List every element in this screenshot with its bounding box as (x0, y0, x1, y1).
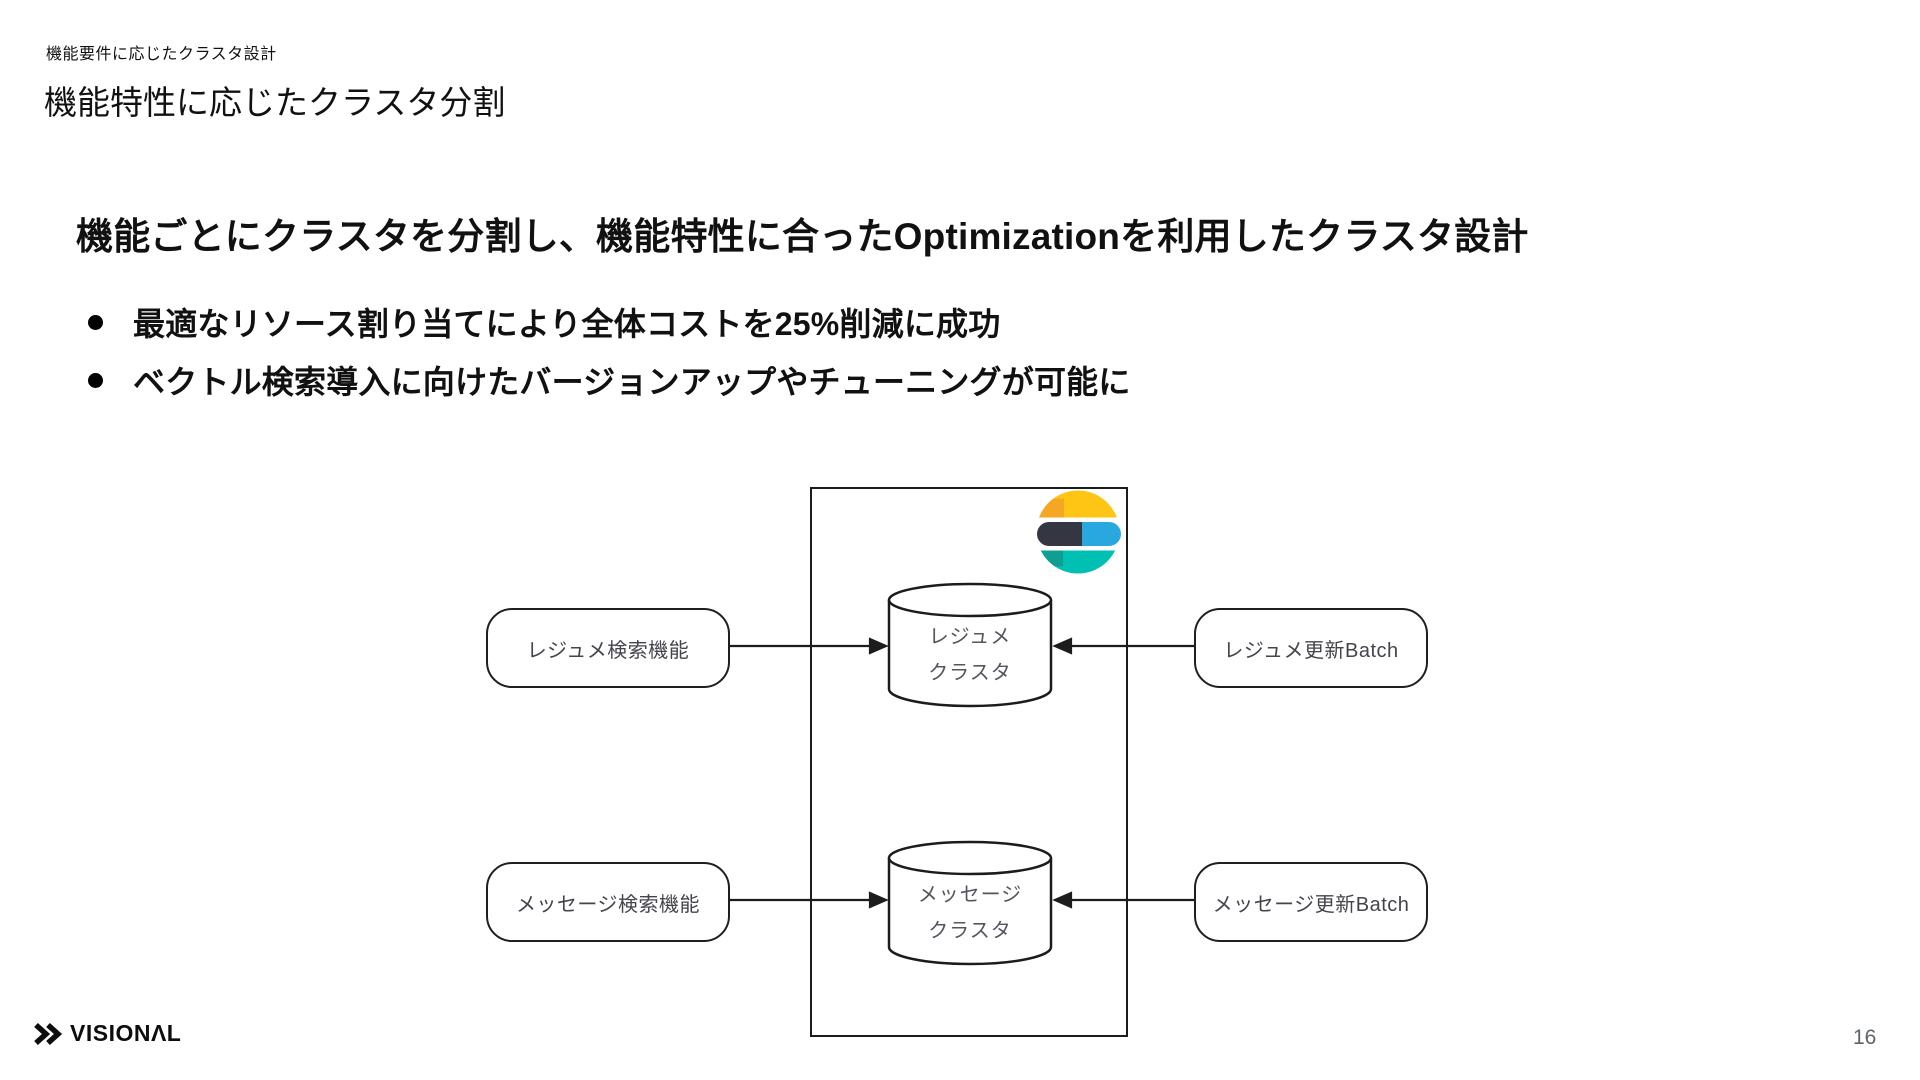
cylinder-message-cluster: メッセージ クラスタ (887, 840, 1053, 966)
es-logo-blue-bar (1082, 522, 1121, 546)
page-title: 機能特性に応じたクラスタ分割 (44, 84, 506, 121)
bullet-text: ベクトル検索導入に向けたバージョンアップやチューニングが可能に (133, 357, 1131, 403)
slide-kicker: 機能要件に応じたクラスタ設計 (46, 46, 277, 63)
bullet-1-em: 25% (774, 306, 840, 342)
node-label: レジュメ更新Batch (1223, 639, 1399, 662)
node-label: メッセージ検索機能 (515, 893, 701, 916)
cluster-label-line1: レジュメ (928, 625, 1012, 648)
es-logo-teal-wedge (1037, 550, 1063, 567)
es-logo-dark-bar (1037, 522, 1082, 546)
bullet-text: 最適なリソース割り当てにより全体コストを25%削減に成功 (133, 299, 1000, 345)
bullet-2-pre: ベクトル検索導入に向けたバージョンアップやチューニングが可能に (133, 364, 1131, 400)
node-resume-update-batch: レジュメ更新Batch (1194, 608, 1428, 688)
cluster-label-line2: クラスタ (928, 919, 1012, 942)
cluster-label-line1: メッセージ (917, 883, 1023, 906)
lead-pre: 機能ごとにクラスタを分割し、機能特性に合った (76, 216, 894, 257)
node-label: メッセージ更新Batch (1212, 893, 1410, 916)
es-logo-orange-wedge (1037, 498, 1064, 518)
cylinder-label: レジュメ クラスタ (887, 582, 1053, 708)
database-cylinder-icon (887, 582, 1053, 708)
node-label: レジュメ検索機能 (526, 639, 690, 662)
page-number: 16 (1853, 1026, 1877, 1049)
list-item: ベクトル検索導入に向けたバージョンアップやチューニングが可能に (88, 358, 1131, 402)
double-chevron-icon (34, 1022, 63, 1045)
elasticsearch-logo-icon (1037, 490, 1121, 574)
bullet-list: 最適なリソース割り当てにより全体コストを25%削減に成功 ベクトル検索導入に向け… (88, 300, 1131, 402)
node-message-update-batch: メッセージ更新Batch (1194, 862, 1428, 942)
lead-em: Optimization (893, 216, 1121, 257)
cluster-boundary-box (810, 487, 1128, 1037)
list-item: 最適なリソース割り当てにより全体コストを25%削減に成功 (88, 300, 1131, 344)
database-cylinder-icon (887, 840, 1053, 966)
bullet-1-post: 削減に成功 (839, 306, 1001, 342)
lead-post: を利用したクラスタ設計 (1120, 216, 1529, 257)
visional-logo: VISIONΛL (33, 1020, 181, 1047)
node-message-search: メッセージ検索機能 (486, 862, 730, 942)
lead-text: 機能ごとにクラスタを分割し、機能特性に合ったOptimizationを利用したク… (76, 206, 1529, 260)
cylinder-resume-cluster: レジュメ クラスタ (887, 582, 1053, 708)
cylinder-label: メッセージ クラスタ (887, 840, 1053, 966)
bullet-1-pre: 最適なリソース割り当てにより全体コストを (133, 306, 775, 342)
brand-name: VISIONΛL (70, 1020, 182, 1046)
bullet-dot-icon (88, 372, 103, 388)
bullet-dot-icon (88, 314, 103, 330)
node-resume-search: レジュメ検索機能 (486, 608, 730, 688)
cluster-label-line2: クラスタ (928, 661, 1012, 684)
